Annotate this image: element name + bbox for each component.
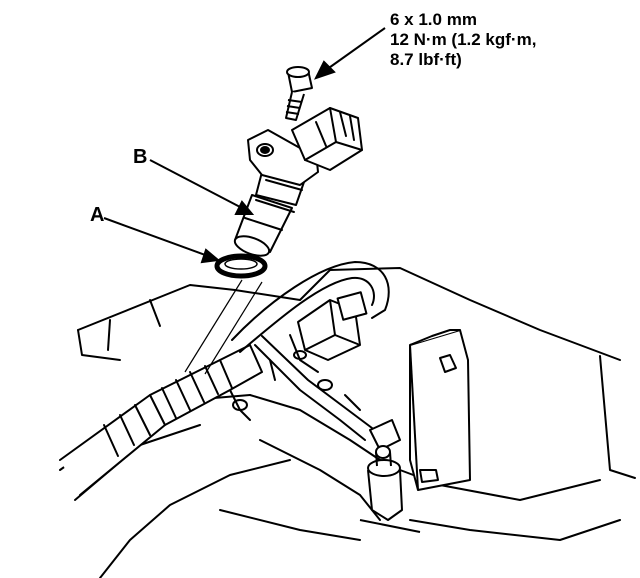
secondary-connector (297, 291, 368, 361)
bolt (285, 66, 313, 121)
bolt-torque-spec: 6 x 1.0 mm 12 N·m (1.2 kgf·m, 8.7 lbf·ft… (390, 10, 536, 70)
wiring-harness (59, 344, 263, 496)
pipe-fitting (359, 445, 421, 533)
vacuum-hose (231, 261, 390, 441)
torque-lbfft-text: 8.7 lbf·ft) (390, 50, 462, 69)
label-a: A (90, 204, 105, 226)
label-b: B (133, 146, 148, 168)
o-ring (214, 253, 268, 279)
bolt-size-text: 6 x 1.0 mm (390, 10, 477, 29)
leader-lines (103, 27, 386, 264)
sensor (233, 107, 363, 257)
torque-nm-text: 12 N·m (1.2 kgf·m, (390, 30, 537, 49)
mounting-bracket (409, 329, 471, 491)
installation-guide-line (184, 279, 263, 375)
